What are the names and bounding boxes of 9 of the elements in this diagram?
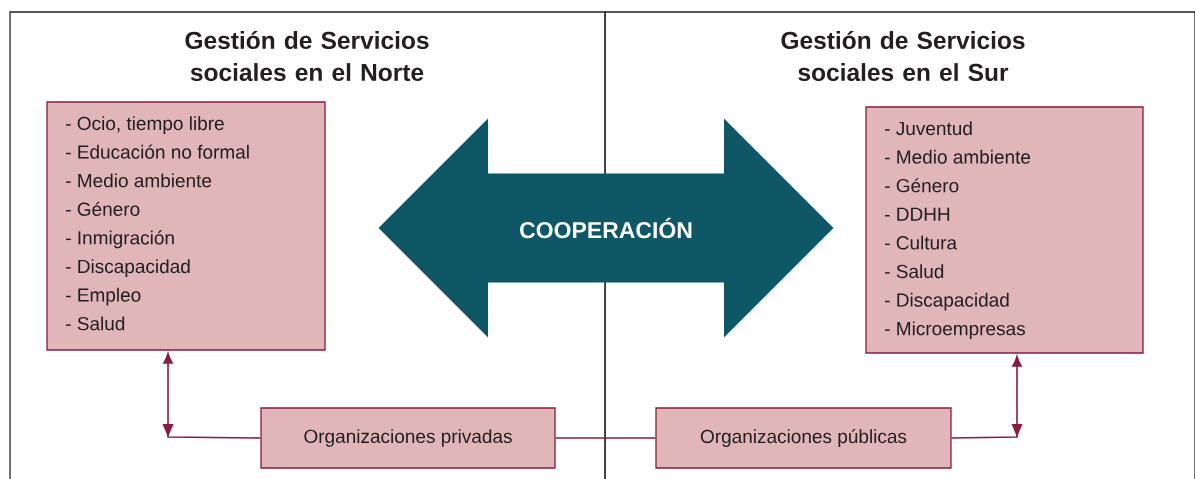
organization-box: Organizaciones privadas <box>260 407 556 469</box>
connector-arrow <box>950 355 1023 439</box>
panel-heading: Gestión de Servicios sociales en el Sur <box>781 30 1025 82</box>
organization-box: Organizaciones públicas <box>655 407 952 469</box>
list-box: - Ocio, tiempo libre - Educación no formal - Medio ambiente - Género - Inmigración - Discapacidad - Empleo - Salud <box>46 101 326 351</box>
connector-arrow <box>162 352 262 439</box>
connector-line <box>555 437 656 439</box>
panel-heading: Gestión de Servicios sociales en el Norte <box>185 30 429 82</box>
list-box: - Juventud - Medio ambiente - Género - DDHH - Cultura - Salud - Discapacidad - Microempresas <box>865 106 1144 354</box>
